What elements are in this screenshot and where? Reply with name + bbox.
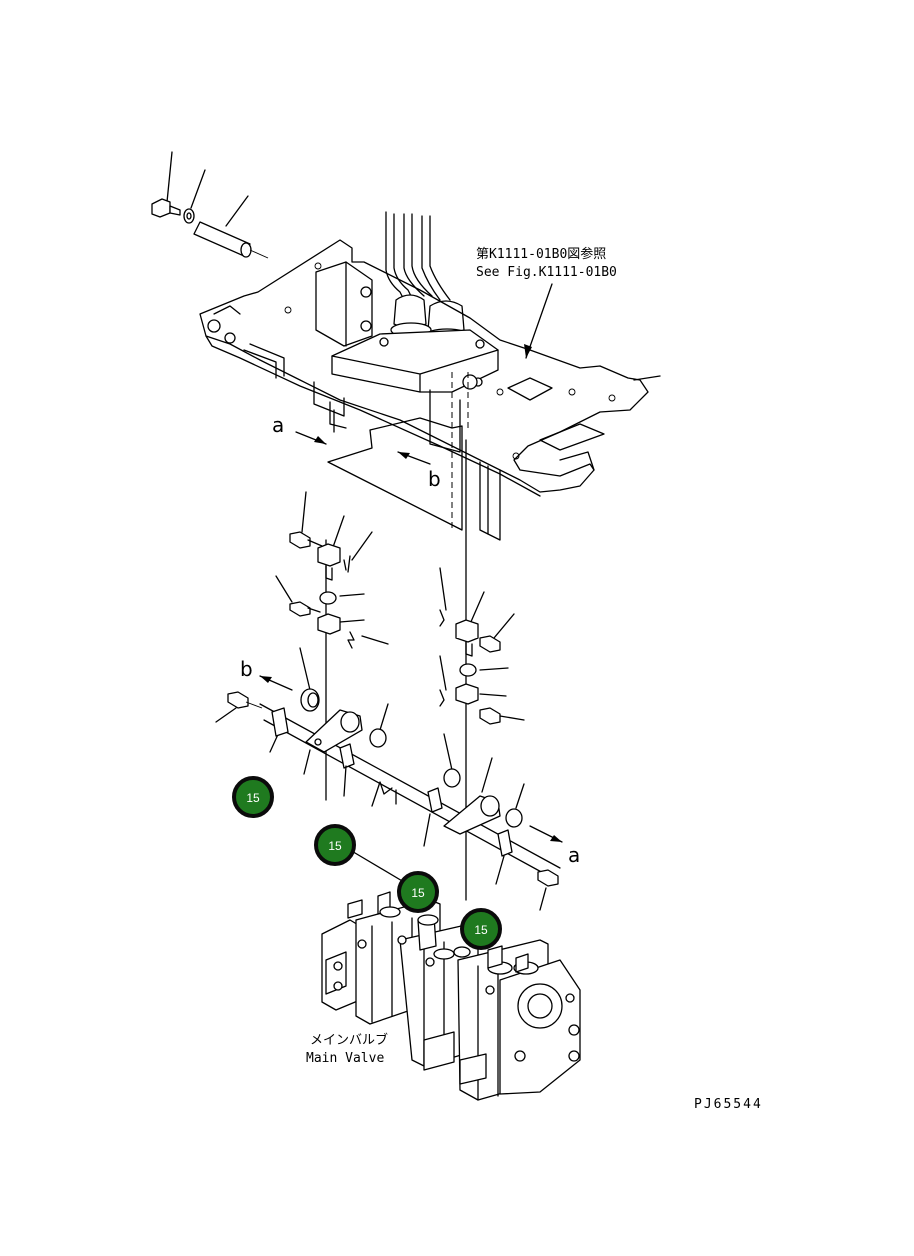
figure-code: PJ65544 (694, 1097, 763, 1112)
badge-circle (397, 871, 439, 913)
section-plane (327, 417, 463, 531)
main-valve-label-jp: メインバルブ (310, 1032, 388, 1048)
reference-note-en: See Fig.K1111-01B0 (476, 265, 617, 280)
badge-circle (232, 776, 274, 818)
reference-leader (525, 283, 553, 359)
cross-shaft-assembly (215, 647, 561, 911)
top-pin (193, 195, 269, 259)
badge-circle (460, 908, 502, 950)
badge-number: 15 (411, 886, 425, 900)
part-badge-15-center[interactable]: 15 (314, 824, 356, 866)
badge-number: 15 (328, 839, 342, 853)
part-badge-15-valve-top[interactable]: 15 (397, 871, 439, 913)
right-linkage-parts (439, 567, 525, 725)
top-washer (183, 169, 206, 224)
view-label-b-mid: b (240, 657, 253, 681)
part-badge-15-left[interactable]: 15 (232, 776, 274, 818)
badge-number: 15 (474, 923, 488, 937)
badge-number: 15 (246, 791, 260, 805)
top-bolt (151, 151, 181, 218)
main-valve-label-en: Main Valve (306, 1051, 384, 1066)
view-label-a-bottom: a (568, 843, 580, 867)
reference-note-jp: 第K1111-01B0図参照 (476, 246, 606, 262)
view-label-b-top: b (428, 467, 441, 491)
main-valve-assembly (321, 891, 581, 1101)
badge-circle (314, 824, 356, 866)
view-label-a-top: a (272, 413, 284, 437)
left-linkage-parts (275, 491, 389, 649)
part-badge-15-valve-right[interactable]: 15 (460, 908, 502, 950)
support-frame (199, 239, 661, 541)
